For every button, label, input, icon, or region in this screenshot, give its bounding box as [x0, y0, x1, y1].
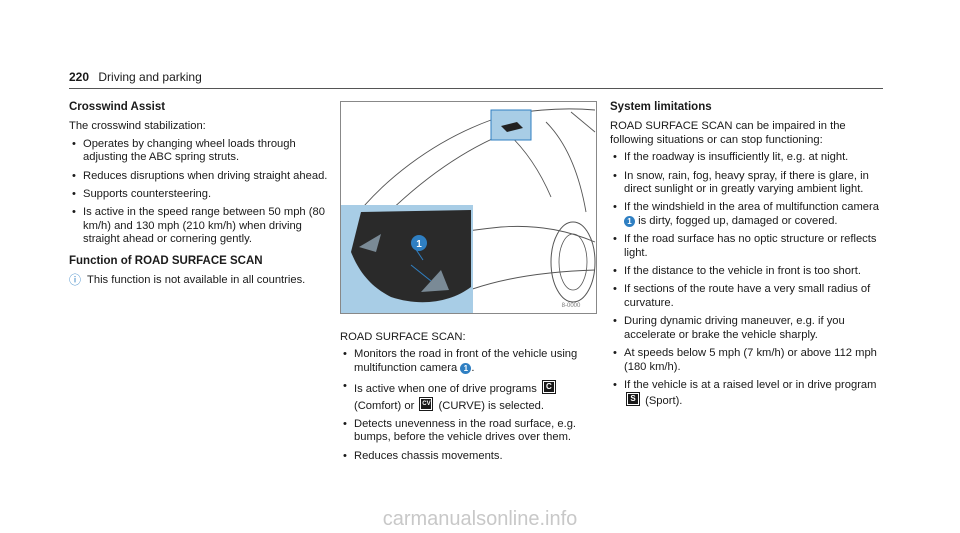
list-item: If the windshield in the area of multifu… [610, 201, 882, 228]
note-text: This function is not available in all co… [87, 274, 306, 287]
middle-column: ROAD SURFACE SCAN: Monitors the road in … [340, 331, 595, 471]
list-item: Supports countersteering. [69, 188, 329, 202]
list-item: If the road surface has no optic structu… [610, 233, 882, 260]
car-drawing: 1 8-0000 [341, 108, 596, 313]
left-column: Crosswind Assist The crosswind stabiliza… [69, 101, 329, 287]
list-text: If the windshield in the area of multifu… [624, 201, 879, 214]
list-item: Is active in the speed range between 50 … [69, 206, 329, 246]
availability-note: ⓘ This function is not available in all … [69, 273, 329, 288]
list-item: Detects unevenness in the road surface, … [340, 418, 595, 445]
list-text: Is active when one of drive programs [354, 383, 537, 396]
page-header: 220 Driving and parking [69, 70, 202, 84]
right-column: System limitations ROAD SURFACE SCAN can… [610, 101, 882, 417]
caption-title: ROAD SURFACE SCAN: [340, 331, 466, 343]
scan-list: Monitors the road in front of the vehicl… [340, 348, 595, 463]
camera-highlight [490, 109, 532, 141]
page-number: 220 [69, 70, 90, 84]
header-rule [69, 88, 883, 89]
list-item: Reduces disruptions when driving straigh… [69, 170, 329, 184]
list-item: Reduces chassis movements. [340, 450, 595, 464]
list-item: If the roadway is insufficiently lit, e.… [610, 151, 882, 165]
list-text: . [471, 361, 475, 374]
function-title: Function of ROAD SURFACE SCAN [69, 254, 263, 267]
watermark: carmanualsonline.info [382, 508, 578, 530]
list-item: At speeds below 5 mph (7 km/h) or above … [610, 347, 882, 374]
list-item: During dynamic driving maneuver, e.g. if… [610, 315, 882, 342]
curve-program-icon: CV [419, 396, 434, 411]
info-icon: ⓘ [69, 273, 82, 288]
limitations-title: System limitations [610, 101, 712, 113]
figure-tag: 8-0000 [562, 303, 581, 309]
crosswind-title: Crosswind Assist [69, 101, 166, 113]
callout-badge [411, 235, 427, 251]
section-title: Driving and parking [98, 70, 202, 84]
list-text: If the vehicle is at a raised level or i… [624, 378, 877, 391]
crosswind-intro: The crosswind stabilization: [69, 120, 206, 133]
list-text: Monitors the road in front of the vehicl… [354, 348, 578, 374]
list-item: Operates by changing wheel loads through… [69, 138, 329, 165]
list-text: (Comfort) or [354, 399, 415, 412]
list-item: If the vehicle is at a raised level or i… [610, 379, 882, 409]
callout-badge-inline: 1 [460, 362, 472, 374]
list-item: In snow, rain, fog, heavy spray, if ther… [610, 170, 882, 197]
list-item: Is active when one of drive programs C (… [340, 380, 595, 413]
list-item: If sections of the route have a very sma… [610, 283, 882, 310]
callout-number: 1 [416, 239, 422, 250]
list-item: If the distance to the vehicle in front … [610, 265, 882, 279]
crosswind-list: Operates by changing wheel loads through… [69, 138, 329, 247]
sport-program-icon: S [626, 392, 640, 407]
vehicle-illustration: 1 8-0000 [340, 101, 597, 314]
comfort-program-icon: C [541, 380, 556, 395]
callout-badge-inline: 1 [624, 215, 635, 227]
list-text: is dirty, fogged up, damaged or covered. [638, 214, 838, 227]
list-item: Monitors the road in front of the vehicl… [340, 348, 595, 375]
camera-icon [501, 122, 523, 132]
list-text: (CURVE) is selected. [438, 399, 544, 412]
limitations-intro: ROAD SURFACE SCAN can be impaired in the… [610, 120, 846, 146]
limitations-list: If the roadway is insufficiently lit, e.… [610, 151, 882, 409]
list-text: (Sport). [645, 395, 683, 408]
